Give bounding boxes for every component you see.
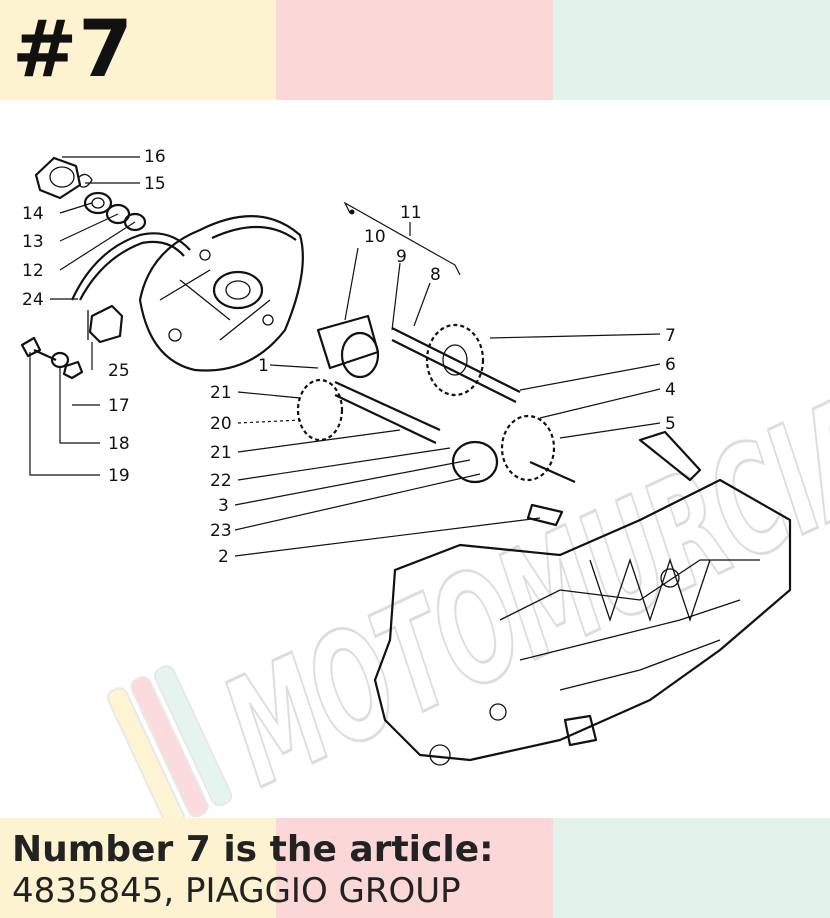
- callout-5: 5: [665, 414, 676, 434]
- callout-17: 17: [108, 396, 130, 416]
- callout-13: 13: [22, 232, 44, 252]
- part-screw-19: [20, 336, 57, 362]
- caption-band: [0, 818, 830, 918]
- header-band-pink: [276, 0, 553, 100]
- callout-3: 3: [218, 496, 229, 516]
- part-clip-15: [77, 173, 93, 188]
- callout-1: 1: [258, 356, 269, 376]
- callout-19: 19: [108, 466, 130, 486]
- item-number: #7: [12, 5, 134, 95]
- part-gear-assembly: [296, 314, 576, 527]
- callout-14: 14: [22, 204, 44, 224]
- watermark-stripe-green: [153, 665, 233, 807]
- caption-band-green: [553, 818, 830, 918]
- leader-lines: [29, 156, 661, 557]
- callout-12: 12: [22, 261, 44, 281]
- watermark-logo: MOTOMURCIA: [106, 365, 830, 818]
- callout-11: 11: [400, 203, 422, 223]
- callout-25: 25: [108, 361, 130, 381]
- callout-8: 8: [430, 265, 441, 285]
- part-nut-17: [62, 360, 84, 380]
- callout-20: 20: [210, 414, 232, 434]
- bracket-11: [343, 201, 461, 276]
- header-band: [0, 0, 830, 100]
- caption-band-pink: [276, 818, 553, 918]
- callout-6: 6: [665, 355, 676, 375]
- watermark-stripe-yellow: [106, 687, 186, 818]
- exploded-parts-diagram: MOTOMURCIA: [20, 147, 830, 818]
- header-band-green: [553, 0, 830, 100]
- callout-10: 10: [364, 227, 386, 247]
- callout-2: 2: [218, 547, 229, 567]
- caption-article-label: Number 7 is the article:: [12, 829, 494, 870]
- caption-band-yellow: [0, 818, 276, 918]
- part-crankcase: [373, 430, 792, 766]
- part-transmission-cover: [138, 215, 304, 372]
- callout-24: 24: [22, 290, 44, 310]
- callout-22: 22: [210, 471, 232, 491]
- header-band-yellow: [0, 0, 276, 100]
- callout-labels: 16 15 14 13 12 24 25 17 18 19 11 10 9 8 …: [22, 147, 676, 567]
- callout-9: 9: [396, 247, 407, 267]
- part-cap-16: [34, 156, 82, 200]
- callout-21a: 21: [210, 383, 232, 403]
- part-clamp-25: [87, 304, 124, 344]
- watermark-stripe-pink: [130, 676, 209, 818]
- callout-21b: 21: [210, 443, 232, 463]
- callout-23: 23: [210, 521, 232, 541]
- callout-4: 4: [665, 380, 676, 400]
- callout-16: 16: [144, 147, 166, 167]
- callout-18: 18: [108, 434, 130, 454]
- callout-15: 15: [144, 174, 166, 194]
- part-hose-24: [71, 232, 191, 301]
- part-bearing-13: [105, 203, 147, 232]
- caption-article-number: 4835845, PIAGGIO GROUP: [12, 871, 461, 911]
- callout-7: 7: [665, 326, 676, 346]
